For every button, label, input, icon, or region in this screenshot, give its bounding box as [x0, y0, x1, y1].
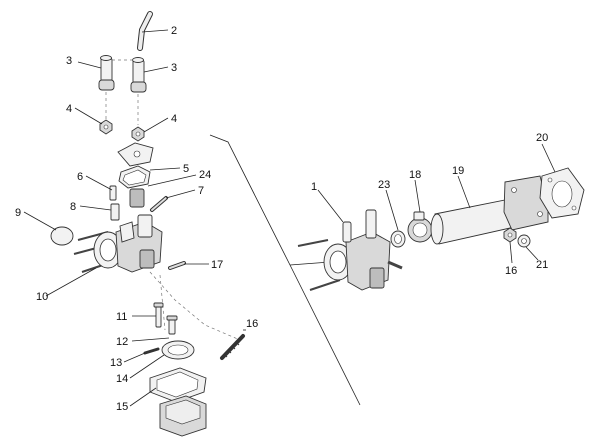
- leader-2: [141, 29, 169, 33]
- callout-14: 14: [116, 373, 128, 385]
- leader-3a: [77, 61, 102, 69]
- part-spring-screw-16: [220, 334, 245, 360]
- leader-5: [149, 167, 181, 171]
- callout-17: 17: [211, 259, 223, 271]
- leader-9: [23, 211, 57, 231]
- callout-9: 9: [15, 207, 21, 219]
- callout-3b: 3: [171, 62, 177, 74]
- callout-2: 2: [171, 25, 177, 37]
- leader-7: [165, 189, 196, 199]
- callout-4a: 4: [66, 103, 72, 115]
- part-adjuster-left: [98, 55, 115, 91]
- leader-4b: [143, 117, 169, 133]
- part-clamp-18: [407, 211, 433, 243]
- leader-20: [541, 143, 556, 173]
- dash-connector: [149, 271, 241, 341]
- leader-8: [79, 205, 112, 211]
- callout-11: 11: [116, 311, 127, 323]
- leader-12: [131, 337, 170, 342]
- callout-18: 18: [409, 169, 421, 181]
- callout-23: 23: [378, 179, 390, 191]
- callout-19: 19: [452, 165, 464, 177]
- callout-24: 24: [199, 169, 211, 181]
- part-adjuster-right: [130, 57, 147, 93]
- callout-8: 8: [70, 201, 76, 213]
- leader-21: [525, 246, 539, 261]
- leader-14: [129, 354, 165, 379]
- leader-19: [457, 175, 471, 209]
- callout-10: 10: [36, 291, 48, 303]
- leader-6: [85, 175, 113, 191]
- leader-15: [129, 387, 157, 407]
- callout-5: 5: [183, 163, 189, 175]
- part-intake-manifold-19: [430, 175, 549, 245]
- leader-4a: [74, 107, 103, 125]
- part-pin-13: [143, 347, 160, 355]
- part-carb-body-right: [297, 209, 403, 291]
- part-washer-21: [517, 234, 531, 248]
- part-carb-body-left: [73, 214, 163, 273]
- leader-23: [385, 189, 399, 231]
- part-cable-tube: [137, 11, 153, 51]
- leader-18: [414, 179, 421, 213]
- part-float: [129, 188, 145, 208]
- part-screw-11: [153, 302, 164, 328]
- leader-13: [123, 352, 146, 363]
- part-flange-gasket-20: [539, 167, 585, 219]
- part-nut-right: [131, 126, 145, 142]
- callout-16b: 16: [505, 265, 517, 277]
- callout-3a: 3: [66, 55, 72, 67]
- callout-16a: 16: [246, 318, 258, 330]
- part-screw-11b: [166, 315, 178, 335]
- part-seal-9: [50, 226, 74, 246]
- part-jet-6: [109, 185, 117, 201]
- part-nut-16-right: [503, 227, 517, 243]
- divider-branch: [289, 261, 331, 266]
- part-jet-8: [110, 203, 120, 221]
- callout-15: 15: [116, 401, 128, 413]
- leader-1: [317, 189, 344, 223]
- leader-3b: [143, 66, 169, 73]
- divider-line: [209, 134, 361, 406]
- callout-21: 21: [536, 259, 548, 271]
- leader-10: [45, 267, 97, 297]
- part-nut-left: [99, 119, 113, 135]
- leader-24: [147, 174, 197, 187]
- leader-16b: [509, 241, 513, 264]
- callout-6: 6: [77, 171, 83, 183]
- callout-20: 20: [536, 132, 548, 144]
- callout-4b: 4: [171, 113, 177, 125]
- callout-12: 12: [116, 336, 128, 348]
- callout-7: 7: [198, 185, 204, 197]
- callout-13: 13: [110, 357, 122, 369]
- callout-1: 1: [311, 181, 317, 193]
